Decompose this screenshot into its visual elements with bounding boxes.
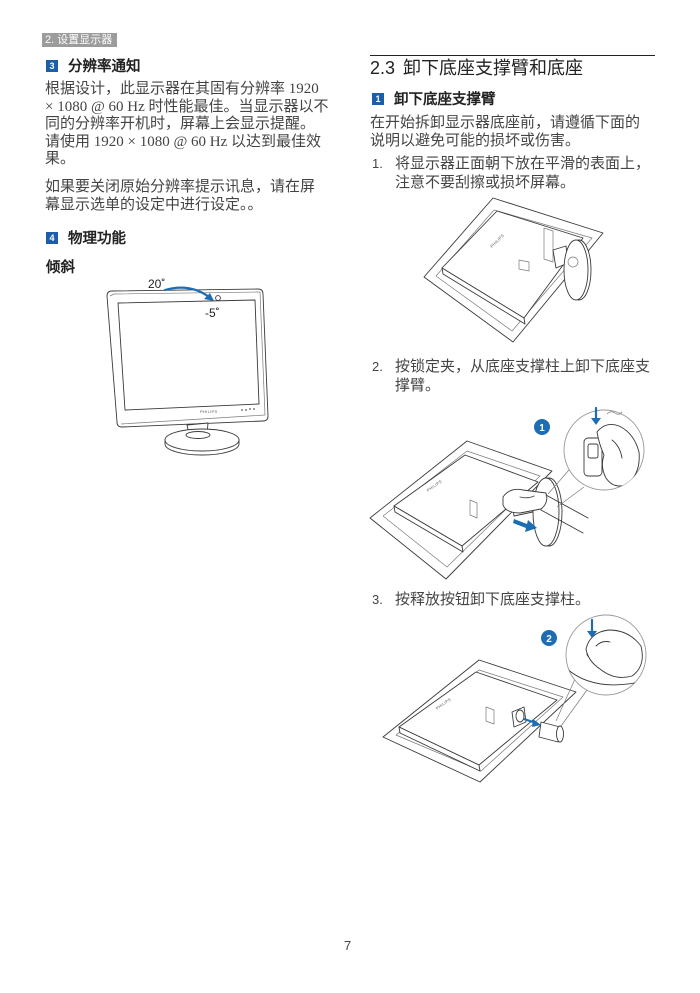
text-line: 撑臂。 [395, 377, 441, 394]
osd-paragraph: 如果要关闭原始分辨率提示讯息，请在屏 幕显示选单的设定中进行设定。。 [45, 179, 315, 214]
inset-connector [555, 678, 588, 727]
section-number-badge: 3 [46, 60, 58, 72]
tilt-arrowhead-icon [204, 293, 214, 301]
section-title-resolution: 分辨率通知 [68, 59, 141, 75]
chapter-number: 2.3 [370, 58, 396, 78]
sleeve-outline [519, 494, 589, 534]
inset-connector [547, 469, 585, 508]
socket-opening [515, 709, 525, 723]
step-3-text: 按释放按钮卸下底座支撑柱。 [395, 591, 590, 610]
click-mark-icon [606, 411, 623, 415]
mount-slot [485, 706, 495, 725]
tilt-up-angle: 20˚ [148, 277, 165, 291]
section-tab: 2. 设置显示器 [42, 33, 118, 47]
pull-arrow-icon [513, 519, 537, 532]
press-arrowhead-icon [591, 418, 601, 425]
lock-clip [587, 443, 599, 459]
text-line: 说明以避免可能的损坏或伤害。 [370, 132, 581, 149]
hand-icon [502, 488, 548, 514]
monitor-screen [117, 299, 260, 411]
section-title-physical: 物理功能 [68, 231, 126, 247]
step-2-figure: PHILIPS 1 [369, 406, 645, 580]
stand-base [532, 477, 560, 547]
soft-mat-border [382, 450, 541, 568]
intro-paragraph: 在开始拆卸显示器底座前，请遵循下面的 说明以避免可能的损坏或伤害。 [370, 115, 640, 150]
text-line: 按释放按钮卸下底座支撑柱。 [395, 592, 591, 608]
callout-number: 1 [539, 423, 545, 434]
resolution-paragraph: 根据设计，此显示器在其固有分辨率 1920 × 1080 @ 60 Hz 时性能… [45, 81, 329, 169]
text-line: 按锁定夹，从底座支撑柱上卸下底座支 [395, 359, 651, 375]
text-line: 将显示器正面朝下放在平滑的表面上， [395, 156, 651, 172]
stand-base-joint [567, 256, 579, 268]
press-arrowhead-icon [587, 631, 597, 638]
soft-mat-border [435, 209, 593, 332]
chapter-rule [370, 55, 655, 56]
page-number: 7 [344, 938, 352, 953]
text-line: 注意不要刮擦或损坏屏幕。 [395, 174, 576, 191]
tilt-figure: PHILIPS 20˚ -5˚ [106, 277, 269, 456]
section-number-badge: 4 [46, 232, 58, 244]
chapter-title: 卸下底座支撑臂和底座 [403, 58, 583, 78]
inset-detail-drawing [566, 629, 646, 686]
text-line: × 1080 @ 60 Hz 时性能最佳。当显示器以不 [45, 98, 329, 115]
text-line: 请使用 1920 × 1080 @ 60 Hz 以达到最佳效 [45, 133, 322, 150]
subheading-tilt: 倾斜 [46, 260, 75, 276]
step-3-figure: PHILIPS 2 [382, 614, 647, 783]
step-number: 2. [372, 359, 383, 374]
callout-number: 2 [546, 634, 552, 645]
callout-badge [534, 419, 550, 435]
text-line: 同的分辨率开机时，屏幕上会显示提醒。 [45, 116, 316, 132]
text-line: 果。 [45, 151, 76, 167]
section-title-remove-arm: 卸下底座支撑臂 [394, 92, 496, 108]
tilt-arrow-icon [163, 286, 211, 299]
mount-slot [469, 499, 478, 519]
stand-base [164, 428, 240, 452]
monitor-edge [393, 505, 464, 553]
inset-detail-drawing [564, 424, 644, 490]
monitor-edge [398, 726, 481, 772]
monitor-bezel-edge [109, 291, 266, 425]
finger-icon [585, 629, 643, 678]
step-1-figure: PHILIPS [423, 197, 604, 343]
pull-arrowhead-icon [532, 719, 541, 727]
text-line: 在开始拆卸显示器底座前，请遵循下面的 [370, 115, 641, 131]
control-buttons [241, 408, 255, 411]
step-number: 1. [372, 156, 383, 171]
fingernail-outline [595, 641, 611, 647]
section-number-badge: 1 [372, 93, 384, 105]
callout-badge [541, 630, 557, 646]
mount-slot [543, 227, 554, 263]
camera-icon [215, 295, 221, 301]
text-line: 幕显示选单的设定中进行设定。。 [45, 196, 263, 213]
monitor-logo: PHILIPS [200, 409, 217, 414]
stand-post-end [556, 725, 564, 743]
text-line: 根据设计，此显示器在其固有分辨率 1920 [45, 81, 319, 97]
step-2-text: 按锁定夹，从底座支撑柱上卸下底座支 撑臂。 [395, 358, 650, 395]
step-1-text: 将显示器正面朝下放在平滑的表面上， 注意不要刮擦或损坏屏幕。 [395, 155, 650, 192]
mount-box [518, 259, 530, 272]
monitor-edge [441, 267, 526, 325]
stand-joint [185, 431, 211, 439]
step-number: 3. [372, 592, 383, 607]
text-line: 如果要关闭原始分辨率提示讯息，请在屏 [45, 179, 316, 195]
tilt-down-angle: -5˚ [205, 306, 220, 320]
stand-post [538, 721, 561, 743]
stand-base [563, 239, 589, 301]
